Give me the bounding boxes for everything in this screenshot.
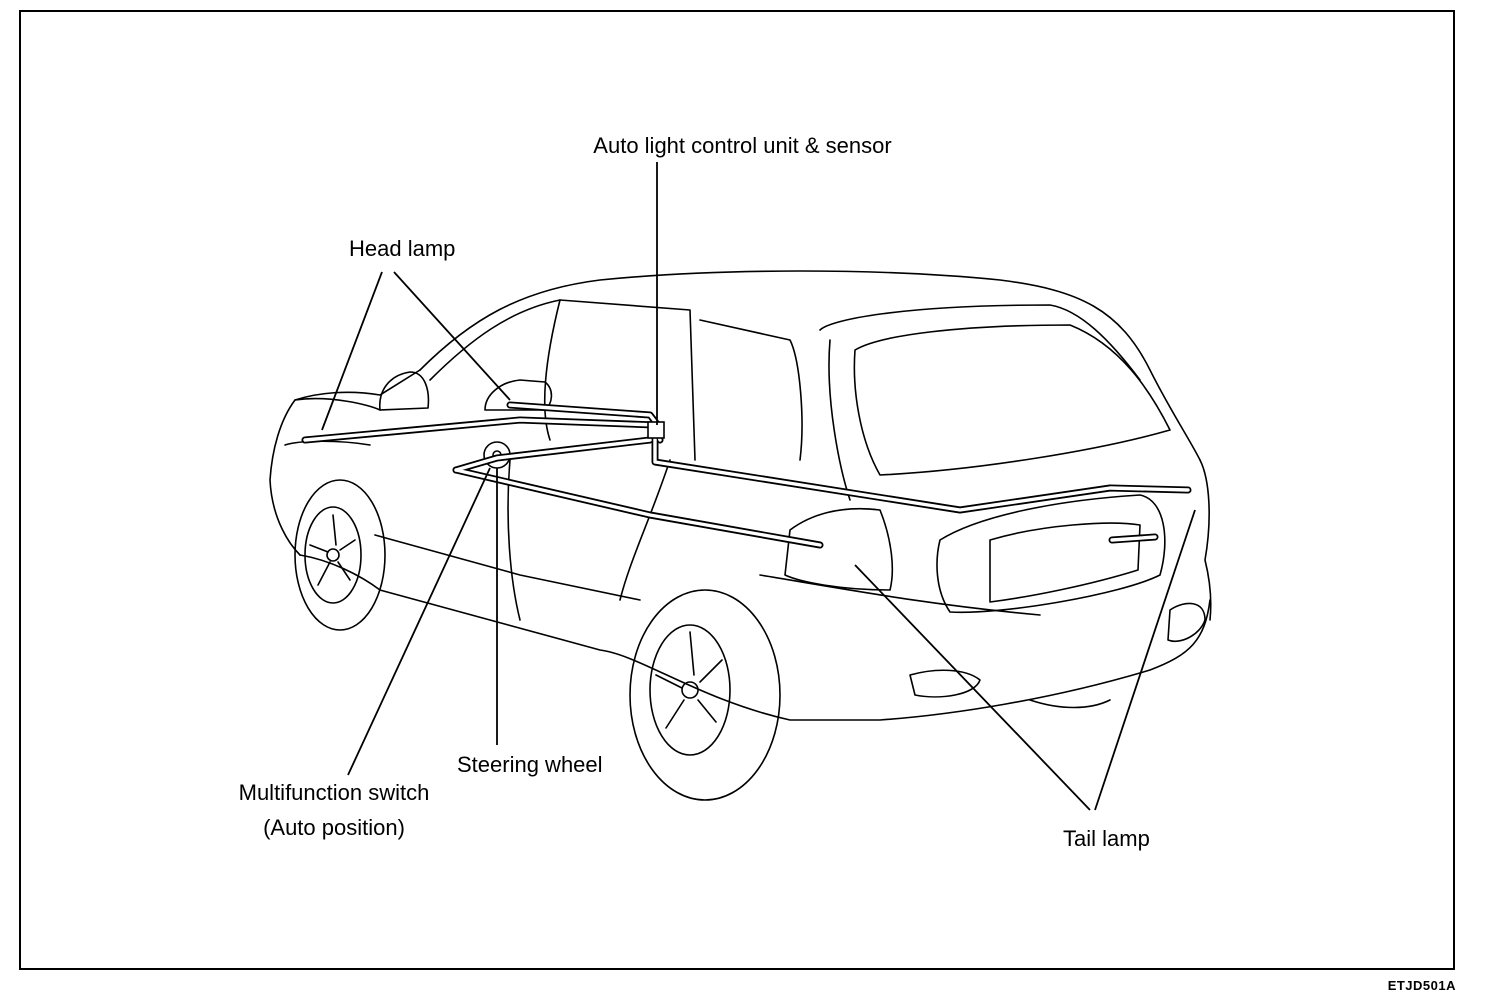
vehicle-body <box>269 270 1212 721</box>
diagram-frame <box>19 10 1455 970</box>
auto-light-control-unit <box>647 421 665 439</box>
label-multifunction-switch: Multifunction switch <box>238 780 430 805</box>
rear-wheel <box>629 589 781 801</box>
label-multifunction-auto-position: (Auto position) <box>263 815 405 840</box>
front-wheel <box>294 479 386 631</box>
label-auto-light-control: Auto light control unit & sensor <box>593 133 892 158</box>
leader-lines <box>321 162 1196 811</box>
figure-code: ETJD501A <box>1387 978 1456 993</box>
label-head-lamp: Head lamp <box>349 236 456 261</box>
label-tail-lamp: Tail lamp <box>1063 826 1150 851</box>
label-steering-wheel: Steering wheel <box>457 752 603 777</box>
